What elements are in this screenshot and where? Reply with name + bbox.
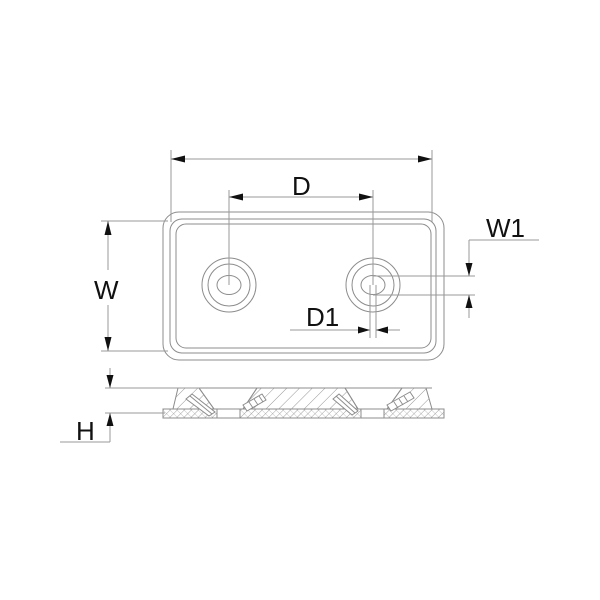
label-w: W bbox=[94, 275, 119, 305]
arrow-up-icon bbox=[465, 295, 473, 308]
pad-outer-outline bbox=[162, 211, 445, 361]
insert-left-a bbox=[185, 393, 216, 417]
insert-right-a bbox=[332, 393, 359, 416]
arrow-down-icon bbox=[106, 375, 114, 388]
height-dimension: H bbox=[60, 368, 200, 446]
arrow-right-icon bbox=[358, 326, 370, 334]
arrow-left-icon bbox=[171, 155, 185, 163]
top-view bbox=[162, 211, 445, 361]
arrow-down-icon bbox=[465, 263, 473, 276]
label-h: H bbox=[76, 416, 95, 446]
arrow-down-icon bbox=[104, 337, 112, 351]
pad-middle-outline bbox=[169, 218, 437, 354]
label-d: D bbox=[292, 171, 311, 201]
pad-inner-outline bbox=[175, 223, 432, 349]
arrow-right-icon bbox=[359, 193, 373, 201]
insert-right-b bbox=[386, 391, 415, 412]
hole-width-dimension: W1 bbox=[373, 213, 539, 318]
section-view bbox=[162, 387, 445, 419]
overall-length-dimension bbox=[170, 150, 433, 222]
arrow-up-icon bbox=[104, 221, 112, 235]
arrow-left-icon bbox=[376, 326, 388, 334]
arrow-left-icon bbox=[229, 193, 243, 201]
section-right-hole-gap bbox=[360, 408, 385, 419]
hole-spacing-dimension: D bbox=[228, 171, 374, 285]
hole-diameter-dimension: D1 bbox=[290, 285, 400, 338]
arrow-right-icon bbox=[418, 155, 432, 163]
label-w1: W1 bbox=[486, 213, 525, 243]
section-left-hole-gap bbox=[216, 408, 241, 419]
label-d1: D1 bbox=[306, 302, 339, 332]
insert-left-b bbox=[242, 393, 267, 412]
width-dimension: W bbox=[94, 220, 168, 352]
arrow-up-icon bbox=[106, 413, 114, 426]
